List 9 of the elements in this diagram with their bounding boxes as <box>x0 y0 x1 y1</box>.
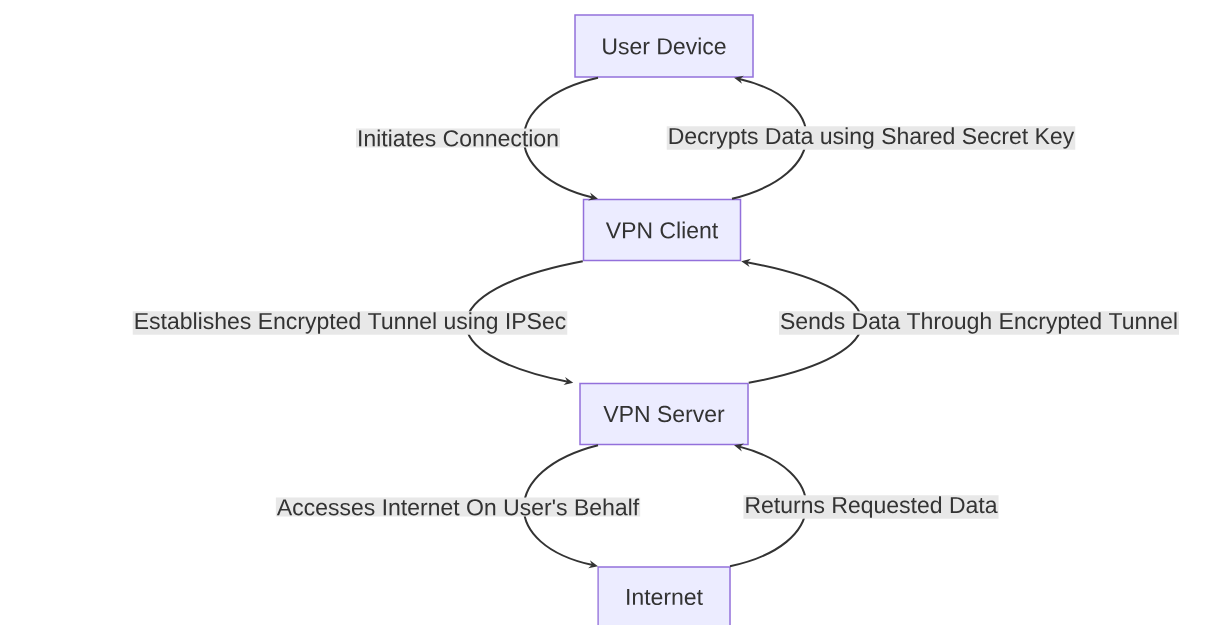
process-box: VPN Client <box>582 198 742 262</box>
process-box: Internet <box>597 566 731 625</box>
arrow <box>522 76 599 201</box>
edge-label: Returns Requested Data <box>743 495 999 519</box>
process-box: User Device <box>574 14 754 78</box>
edge-label: Establishes Encrypted Tunnel using IPSec <box>132 311 568 335</box>
edge-label: Decrypts Data using Shared Secret Key <box>666 126 1076 150</box>
process-box: VPN Server <box>579 382 749 446</box>
edge-label: Sends Data Through Encrypted Tunnel <box>779 311 1180 335</box>
